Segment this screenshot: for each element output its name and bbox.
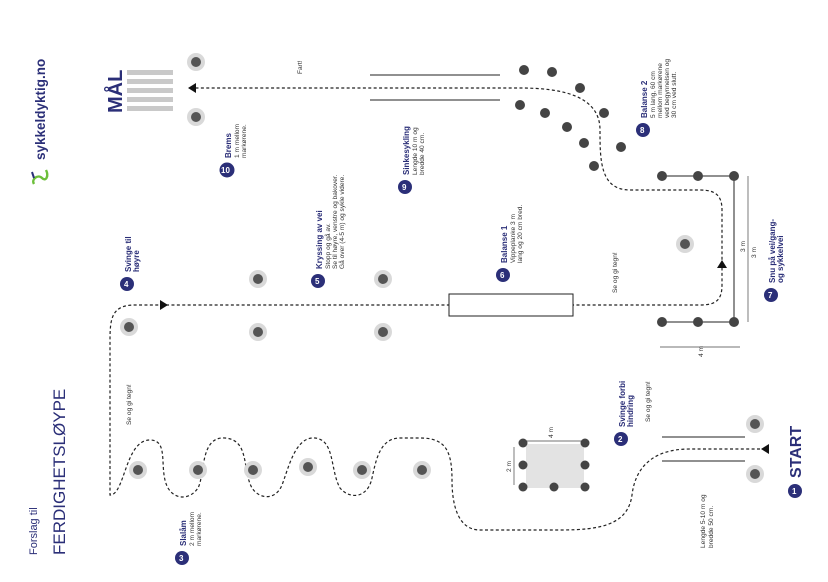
balance2-cones: [515, 65, 626, 171]
station-10: 10 Brems 1 m mellom markørene.: [219, 123, 248, 178]
route-path: [109, 87, 760, 531]
svg-text:9: 9: [402, 183, 407, 192]
station-9: 9 Sinkesykling Lengde 10 m og bredde 40 …: [398, 126, 426, 194]
svg-text:markørene.: markørene.: [241, 124, 248, 158]
station-4: 4 Svinge til høyre: [120, 236, 141, 291]
svg-text:Vippeplanke 3 m: Vippeplanke 3 m: [510, 213, 517, 263]
bike-logo-icon: [31, 169, 49, 185]
station-1: 1 START Lengde 5-10 m og bredde 50 cm.: [700, 426, 805, 548]
station-2: 2 Svinge forbi hindring Se og gi tegn!: [614, 381, 652, 446]
svg-text:1: 1: [792, 487, 797, 496]
dim-uturn-depth: 3 m: [751, 247, 758, 258]
svg-text:2 m mellom: 2 m mellom: [189, 511, 196, 546]
svg-text:Snu på vei/gang-: Snu på vei/gang-: [768, 219, 777, 283]
svg-text:mellom markørene: mellom markørene: [657, 63, 664, 118]
station-5: 5 Kryssing av vei Stopp og gå av. Se til…: [311, 174, 346, 288]
dim-obstacle-height: 2 m: [506, 461, 513, 472]
note-signal-right: Se og gi tegn!: [612, 252, 619, 293]
svg-text:3: 3: [179, 554, 184, 563]
uturn-cones: [657, 171, 749, 348]
station-8: 8 Balanse 2 5 m lang, 60 cm mellom markø…: [636, 59, 678, 137]
svg-text:Svinge forbi: Svinge forbi: [618, 381, 627, 427]
svg-text:4: 4: [124, 280, 129, 289]
slalom-cones: [129, 458, 431, 479]
start-cones: [662, 415, 764, 483]
title-pre: Forslag til: [28, 507, 40, 555]
svg-text:30 cm ved slutt.: 30 cm ved slutt.: [671, 72, 678, 118]
svg-text:8: 8: [640, 126, 645, 135]
svg-text:Svinge til: Svinge til: [124, 236, 133, 272]
note-signal-left: Se og gi tegn!: [126, 384, 133, 425]
svg-text:Balanse 2: Balanse 2: [640, 80, 649, 118]
brand: sykkeldyktig.no: [31, 59, 49, 185]
svg-text:Kryssing av vei: Kryssing av vei: [315, 210, 324, 269]
svg-text:hindring: hindring: [626, 395, 635, 427]
svg-text:1 m mellom: 1 m mellom: [234, 123, 241, 158]
finish-stripes: [127, 70, 173, 111]
dim-obstacle-width: 4 m: [548, 427, 555, 438]
svg-text:10: 10: [221, 166, 230, 175]
svg-text:Lengde 10 m og: Lengde 10 m og: [412, 127, 419, 175]
dim-uturn-gap: 3 m: [740, 241, 747, 252]
svg-text:ved begynnelsen og: ved begynnelsen og: [664, 59, 671, 118]
svg-text:Stopp og gå av.: Stopp og gå av.: [324, 223, 332, 269]
station-3: 3 Slalåm 2 m mellom markørene.: [175, 511, 203, 565]
svg-text:bredde 50 cm.: bredde 50 cm.: [708, 506, 715, 548]
svg-text:7: 7: [768, 291, 773, 300]
station-6: 6 Balanse 1 Vippeplanke 3 m lang og 20 c…: [496, 205, 524, 282]
svg-text:Sinkesykling: Sinkesykling: [402, 126, 411, 175]
brand-name: sykkeldyktig.no: [33, 59, 48, 160]
finish-label: MÅL: [103, 70, 127, 113]
svg-text:2: 2: [618, 435, 623, 444]
svg-text:Se og gi tegn!: Se og gi tegn!: [645, 381, 652, 422]
svg-text:Balanse 1: Balanse 1: [500, 225, 509, 263]
svg-text:5 m lang, 60 cm: 5 m lang, 60 cm: [650, 71, 657, 118]
station-7: 7 Snu på vei/gang- og sykkelvei: [764, 219, 785, 302]
crossing-cones: [120, 270, 392, 341]
svg-text:høyre: høyre: [132, 250, 141, 272]
dim-uturn-width: 4 m: [698, 346, 705, 357]
svg-text:Brems: Brems: [224, 133, 233, 158]
obstacle: [513, 438, 590, 492]
note-fart: Fart!: [297, 60, 304, 74]
brake-cones: [187, 53, 205, 126]
svg-text:lang og 20 cm bred.: lang og 20 cm bred.: [517, 205, 524, 263]
start-label: START: [788, 426, 805, 478]
balance-plank: [448, 293, 574, 317]
page-title: FERDIGHETSLØYPE: [50, 389, 69, 555]
svg-text:markørene.: markørene.: [196, 512, 203, 546]
route-arrows: [160, 83, 769, 454]
svg-text:og sykkelvei: og sykkelvei: [776, 235, 785, 283]
svg-text:Lengde 5-10 m og: Lengde 5-10 m og: [700, 494, 707, 548]
svg-text:6: 6: [500, 271, 505, 280]
svg-text:bredde 40 cm.: bredde 40 cm.: [419, 133, 426, 175]
svg-text:Se til høyre, venstre og bakov: Se til høyre, venstre og bakover.: [332, 174, 339, 269]
svg-text:Slalåm: Slalåm: [179, 520, 188, 546]
svg-text:5: 5: [315, 277, 320, 286]
svg-text:Gå over (4-5 m) og sykle vider: Gå over (4-5 m) og sykle videre.: [338, 175, 346, 269]
